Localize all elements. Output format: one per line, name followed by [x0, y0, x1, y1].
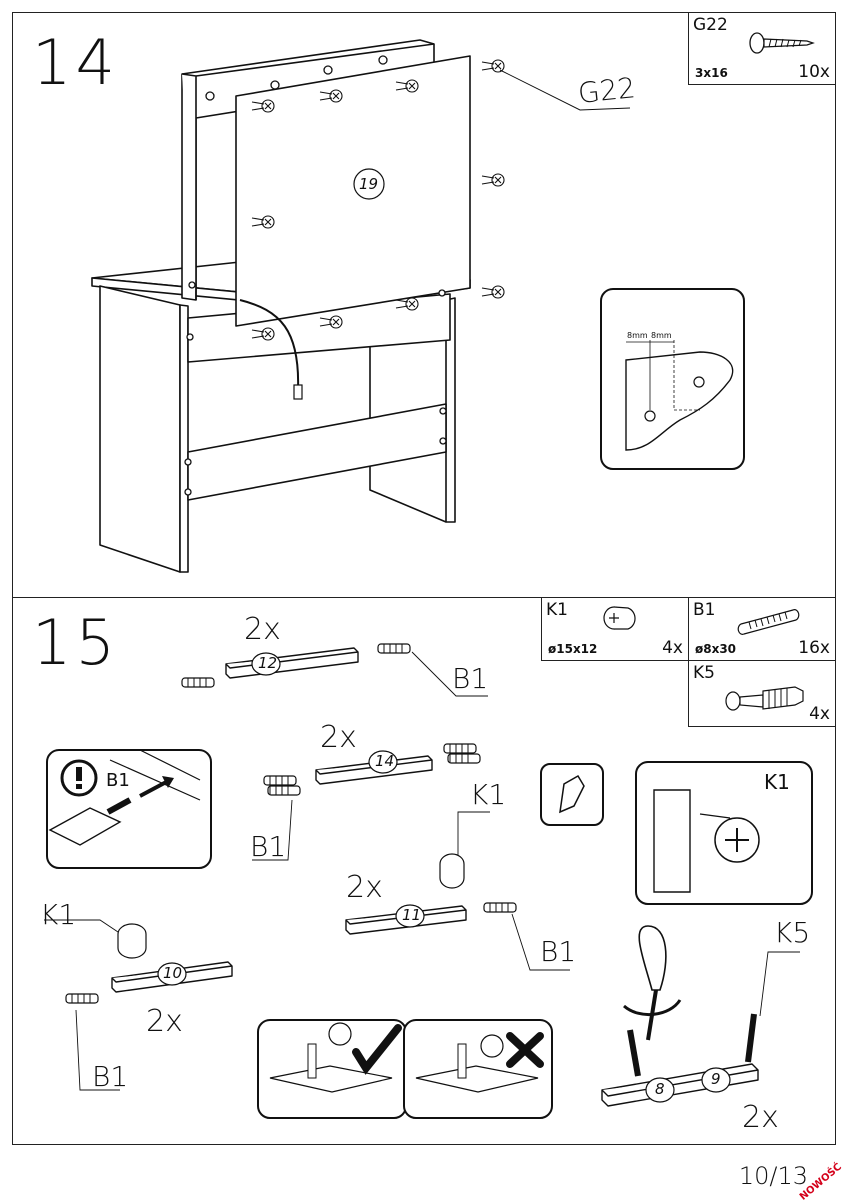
b1-callout-10: B1: [92, 1060, 129, 1093]
panel-19-label: 19: [359, 175, 379, 193]
board-9-label: 9: [711, 1070, 721, 1088]
screw-icon: [749, 32, 815, 54]
part-quantity: 16x: [798, 638, 830, 658]
board-10-label: 10: [163, 964, 183, 982]
part-code: K5: [693, 663, 715, 683]
part-code: G22: [693, 15, 728, 35]
detail-dim-left: 8mm: [627, 331, 648, 340]
cam-bolt-icon: [725, 686, 804, 711]
board-8-label: 8: [655, 1080, 665, 1098]
sub11-multiplier: 2x: [346, 870, 383, 905]
dressing-table-mirror-illustration: [91, 39, 745, 573]
sub10-multiplier: 2x: [146, 1004, 183, 1039]
page-number: 10/13: [738, 1162, 808, 1190]
sub14-multiplier: 2x: [320, 720, 357, 755]
board-12-label: 12: [258, 654, 278, 672]
k1-callout-11: K1: [470, 778, 507, 811]
part-dimension: 3x16: [695, 66, 728, 80]
step-15-frame: [12, 597, 836, 1145]
dowel-icon: [737, 609, 800, 635]
part-code: K1: [546, 600, 568, 620]
b1-callout-14: B1: [250, 830, 287, 863]
part-quantity: 10x: [798, 62, 830, 82]
part-dimension: ø8x30: [695, 642, 737, 656]
part-box-g22: G22 3x16 10x: [688, 12, 836, 85]
cam-detail-k1-label: K1: [764, 770, 790, 794]
b1-callout-12: B1: [452, 662, 489, 695]
detail-dim-right: 8mm: [651, 331, 672, 340]
sub89-multiplier: 2x: [742, 1100, 779, 1135]
sub12-multiplier: 2x: [244, 612, 281, 647]
b1-callout-11: B1: [540, 935, 577, 968]
k1-callout-10: K1: [40, 898, 77, 931]
board-14-label: 14: [375, 752, 395, 770]
part-box-k5: K5 4x: [688, 660, 836, 727]
part-quantity: 4x: [662, 638, 683, 658]
step-14-number: 14: [32, 26, 119, 99]
step-15-number: 15: [32, 606, 119, 679]
k5-callout: K5: [774, 916, 811, 949]
part-box-k1: K1 ø15x12 4x: [541, 597, 689, 661]
board-11-label: 11: [402, 906, 422, 924]
part-code: B1: [693, 600, 716, 620]
part-quantity: 4x: [809, 704, 830, 724]
warning-b1-label: B1: [106, 770, 130, 791]
part-dimension: ø15x12: [548, 642, 598, 656]
cam-lock-icon: [603, 606, 636, 630]
